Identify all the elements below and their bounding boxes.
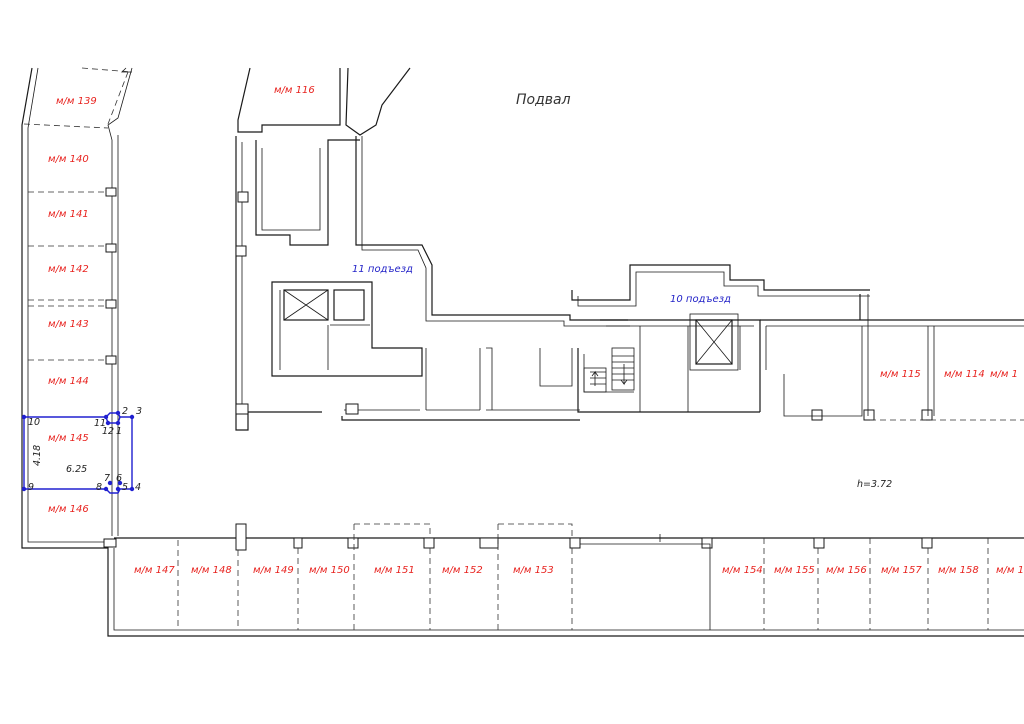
point-label-5: 5 (122, 482, 128, 493)
space-label-140[interactable]: м/м 140 (48, 154, 89, 165)
point-label-12: 12 (102, 426, 114, 437)
selection-vertices[interactable] (21, 410, 135, 492)
vertex-1[interactable] (115, 420, 121, 426)
space-label-142[interactable]: м/м 142 (48, 264, 89, 275)
vertex-9[interactable] (21, 486, 27, 492)
bottom-row-dividers (177, 523, 989, 630)
space-label-147[interactable]: м/м 147 (134, 565, 175, 576)
vertex-7[interactable] (107, 480, 113, 486)
central-block-walls (235, 67, 870, 431)
space-label-141[interactable]: м/м 141 (48, 209, 89, 220)
space-label-150[interactable]: м/м 150 (309, 565, 350, 576)
space-label-154[interactable]: м/м 154 (722, 565, 763, 576)
vertex-12[interactable] (105, 420, 111, 426)
space-label-113[interactable]: м/м 1 (990, 369, 1018, 380)
space-label-157[interactable]: м/м 157 (881, 565, 922, 576)
elevator-shafts (283, 289, 739, 371)
space-labels: м/м 139 м/м 140 м/м 141 м/м 142 м/м 143 … (48, 85, 1024, 576)
floor-title: Подвал (516, 92, 571, 108)
space-label-152[interactable]: м/м 152 (442, 565, 483, 576)
space-label-116[interactable]: м/м 116 (274, 85, 315, 96)
point-label-7: 7 (104, 473, 110, 484)
space-label-158[interactable]: м/м 158 (938, 565, 979, 576)
point-label-11: 11 (94, 418, 106, 429)
space-label-143[interactable]: м/м 143 (48, 319, 89, 330)
left-wing-walls (21, 67, 1024, 637)
entrance-label-10: 10 подъезд (670, 294, 731, 305)
height-label: h=3.72 (857, 479, 892, 490)
space-label-114[interactable]: м/м 114 (944, 369, 985, 380)
selection-labels: 6.25 4.18 2 3 10 11 12 1 6 7 8 5 4 9 (28, 406, 142, 493)
right-wing-walls (760, 294, 1024, 421)
space-label-146[interactable]: м/м 146 (48, 504, 89, 515)
point-label-10: 10 (28, 417, 40, 428)
vertex-2[interactable] (115, 410, 121, 416)
point-label-3: 3 (136, 406, 142, 417)
space-label-145[interactable]: м/м 145 (48, 433, 89, 444)
point-label-6: 6 (116, 473, 122, 484)
point-label-9: 9 (28, 482, 34, 493)
point-label-1: 1 (116, 426, 122, 437)
left-wing-dividers (23, 67, 133, 361)
selection-width-label: 6.25 (66, 464, 87, 475)
selection-height-label: 4.18 (32, 445, 43, 466)
space-label-148[interactable]: м/м 148 (191, 565, 232, 576)
central-columns (235, 191, 933, 551)
space-label-149[interactable]: м/м 149 (253, 565, 294, 576)
point-label-2: 2 (122, 406, 128, 417)
space-label-153[interactable]: м/м 153 (513, 565, 554, 576)
entrance-label-11: 11 подъезд (352, 264, 413, 275)
vertex-6[interactable] (117, 480, 123, 486)
vertex-8[interactable] (103, 486, 109, 492)
point-label-4: 4 (135, 482, 141, 493)
space-label-155[interactable]: м/м 155 (774, 565, 815, 576)
space-label-115[interactable]: м/м 115 (880, 369, 921, 380)
vertex-3[interactable] (129, 414, 135, 420)
vertex-11[interactable] (103, 414, 109, 420)
space-label-156[interactable]: м/м 156 (826, 565, 867, 576)
left-wing-columns (103, 187, 117, 548)
vertex-10[interactable] (21, 414, 27, 420)
point-label-8: 8 (96, 482, 102, 493)
space-label-144[interactable]: м/м 144 (48, 376, 89, 387)
space-label-151[interactable]: м/м 151 (374, 565, 415, 576)
space-label-139[interactable]: м/м 139 (56, 96, 97, 107)
vertex-4[interactable] (129, 486, 135, 492)
vertex-5[interactable] (115, 486, 121, 492)
space-label-159[interactable]: м/м 1 (996, 565, 1024, 576)
